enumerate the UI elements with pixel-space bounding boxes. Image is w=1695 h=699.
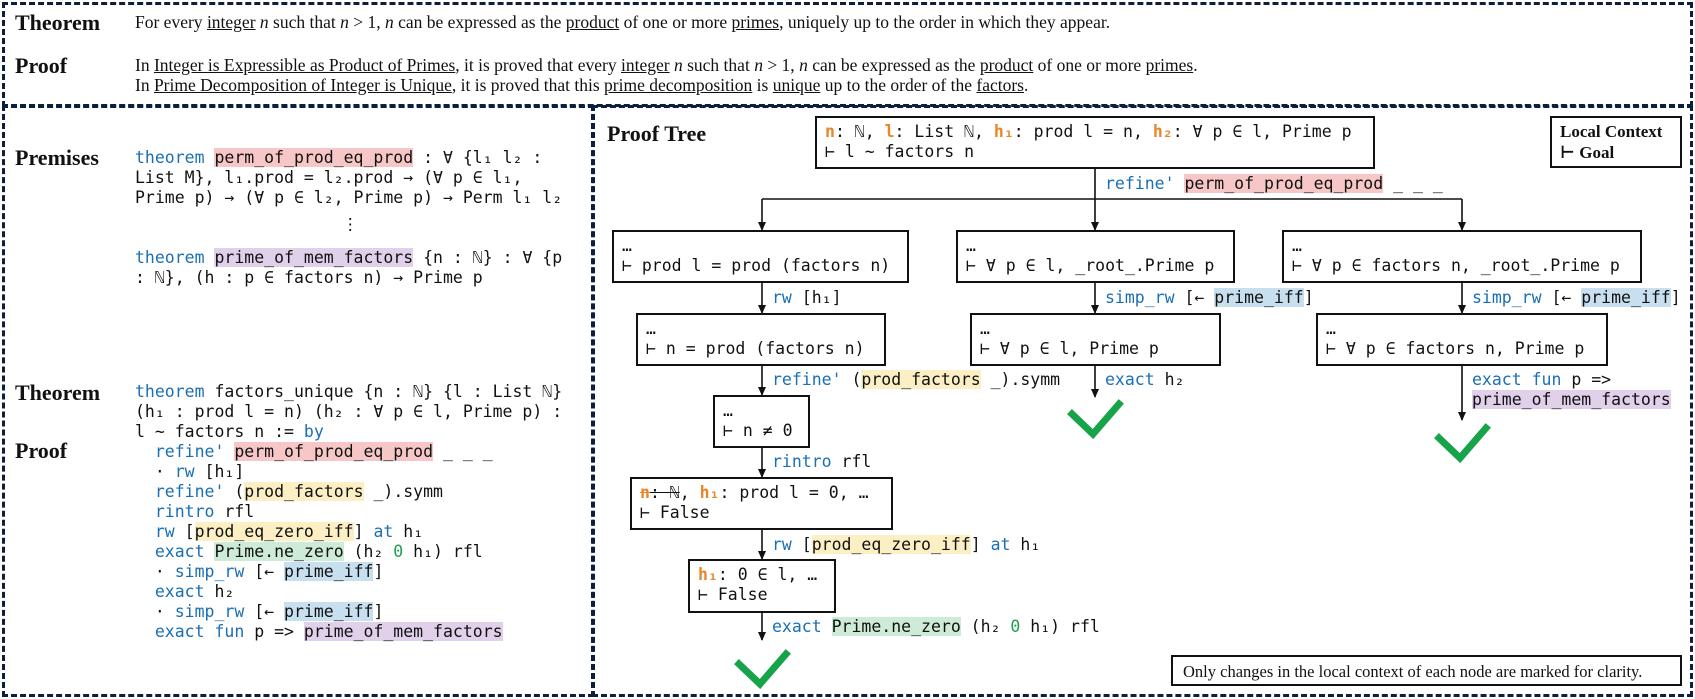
tactic-a4: rw [prod_eq_zero_iff] at h₁ [772, 535, 1041, 554]
legend-goal: ⊢ Goal [1560, 143, 1615, 162]
premise-prime-of-mem-factors: theorem prime_of_mem_factors {n : ℕ} : ∀… [135, 248, 563, 287]
check-icon [1067, 399, 1124, 440]
top-proof-label: Proof [15, 53, 68, 78]
tactic-root: refine' perm_of_prod_eq_prod _ _ _ [1105, 174, 1443, 193]
tactic-a2: refine' (prod_factors _).symm [772, 370, 1061, 389]
node-a1: … ⊢ prod l = prod (factors n) [612, 230, 909, 283]
premise-perm-of-prod-eq-prod: theorem perm_of_prod_eq_prod : ∀ {l₁ l₂ … [135, 148, 563, 207]
left-theorem-label: Theorem [15, 380, 101, 405]
clarity-note: Only changes in the local context of eac… [1171, 655, 1682, 686]
node-b2: … ⊢ ∀ p ∈ l, Prime p [970, 313, 1221, 366]
tactic-c1: simp_rw [← prime_iff] [1472, 288, 1681, 307]
node-a3: … ⊢ n ≠ 0 [713, 395, 810, 448]
check-icon [1434, 423, 1491, 464]
tactic-c2: exact fun p => prime_of_mem_factors [1472, 370, 1671, 409]
top-theorem-label: Theorem [15, 10, 101, 35]
top-theorem-text: For every integer n such that n > 1, n c… [135, 12, 1111, 32]
right-panel [592, 105, 1693, 697]
top-proof-line2: In Prime Decomposition of Integer is Uni… [135, 75, 1029, 95]
node-c1: … ⊢ ∀ p ∈ factors n, _root_.Prime p [1282, 230, 1642, 283]
tactic-b2: exact h₂ [1105, 370, 1185, 389]
top-proof-line1: In Integer is Expressible as Product of … [135, 55, 1198, 75]
node-c2: … ⊢ ∀ p ∈ factors n, Prime p [1316, 313, 1608, 366]
node-a5: h₁: 0 ∈ l, … ⊢ False [688, 559, 836, 613]
tactic-a3: rintro rfl [772, 452, 872, 471]
node-a4: n: ℕ, h₁: prod l = 0, … ⊢ False [630, 477, 893, 530]
premises-ellipsis: ⋮ [342, 215, 359, 234]
tree-root-node: n: ℕ, l: List ℕ, h₁: prod l = n, h₂: ∀ p… [815, 116, 1375, 169]
check-icon [734, 649, 791, 690]
proof-script: refine' perm_of_prod_eq_prod _ _ _ · rw … [154, 442, 503, 641]
premises-label: Premises [15, 145, 99, 170]
tactic-a1: rw [h₁] [772, 288, 842, 307]
legend-local-context: Local Context [1560, 122, 1663, 141]
node-b1: … ⊢ ∀ p ∈ l, _root_.Prime p [956, 230, 1235, 283]
tactic-b1: simp_rw [← prime_iff] [1105, 288, 1314, 307]
proof-tree-label: Proof Tree [607, 121, 707, 146]
left-proof-label: Proof [15, 438, 68, 463]
theorem-factors-unique: theorem factors_unique {n : ℕ} {l : List… [135, 382, 563, 441]
node-a2: … ⊢ n = prod (factors n) [636, 313, 886, 366]
legend-box: Local Context ⊢ Goal [1550, 116, 1682, 168]
tactic-a5: exact Prime.ne_zero (h₂ 0 h₁) rfl [772, 617, 1100, 636]
